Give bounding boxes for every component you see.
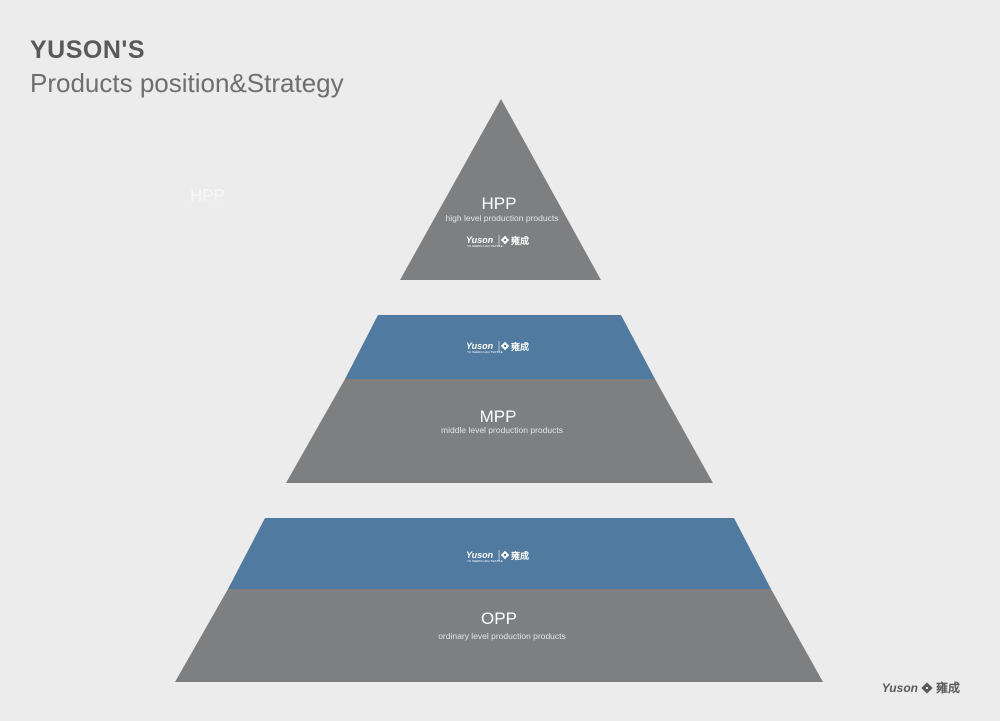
brand-mark-icon bbox=[500, 341, 510, 351]
svg-text:雍成: 雍成 bbox=[511, 341, 529, 353]
tier-mpp-band bbox=[345, 315, 655, 379]
svg-text:YU SHENG HAU TEXTILE: YU SHENG HAU TEXTILE bbox=[467, 350, 503, 354]
tier-mpp-description: middle level production products bbox=[441, 425, 563, 435]
tier-hpp-abbr: HPP bbox=[482, 194, 517, 213]
corner-brand-name: Yuson bbox=[881, 680, 918, 695]
tier-hpp-shape bbox=[400, 99, 601, 280]
svg-text:YU SHENG HAU TEXTILE: YU SHENG HAU TEXTILE bbox=[467, 244, 503, 248]
tier-mpp-abbr: MPP bbox=[480, 407, 517, 426]
corner-brand-name-cn: 雍成 bbox=[935, 681, 960, 695]
brand-logo: Yuson YU SHENG HAU TEXTILE 雍成 bbox=[466, 341, 529, 354]
svg-text:Yuson: Yuson bbox=[466, 550, 494, 560]
page-subtitle: Products position&Strategy bbox=[30, 68, 344, 98]
svg-text:YU SHENG HAU TEXTILE: YU SHENG HAU TEXTILE bbox=[467, 559, 503, 563]
ghost-label: HPP bbox=[190, 186, 225, 205]
svg-text:Yuson: Yuson bbox=[466, 341, 494, 351]
svg-text:雍成: 雍成 bbox=[511, 550, 529, 562]
tier-hpp-description: high level production products bbox=[446, 213, 559, 223]
tier-mpp-shape bbox=[286, 379, 713, 483]
tier-opp-shape bbox=[175, 589, 823, 682]
tier-opp-band bbox=[228, 518, 771, 589]
brand-logo: Yuson YU SHENG HAU TEXTILE 雍成 bbox=[466, 235, 529, 248]
brand-mark-icon bbox=[921, 681, 933, 694]
page-title: YUSON'S bbox=[30, 36, 146, 64]
brand-mark-icon bbox=[500, 235, 510, 245]
svg-text:Yuson: Yuson bbox=[466, 235, 494, 245]
corner-brand-logo: Yuson 雍成 bbox=[882, 679, 960, 696]
tier-opp-description: ordinary level production products bbox=[438, 631, 566, 641]
tier-opp-abbr: OPP bbox=[481, 609, 517, 628]
svg-text:雍成: 雍成 bbox=[511, 235, 529, 247]
